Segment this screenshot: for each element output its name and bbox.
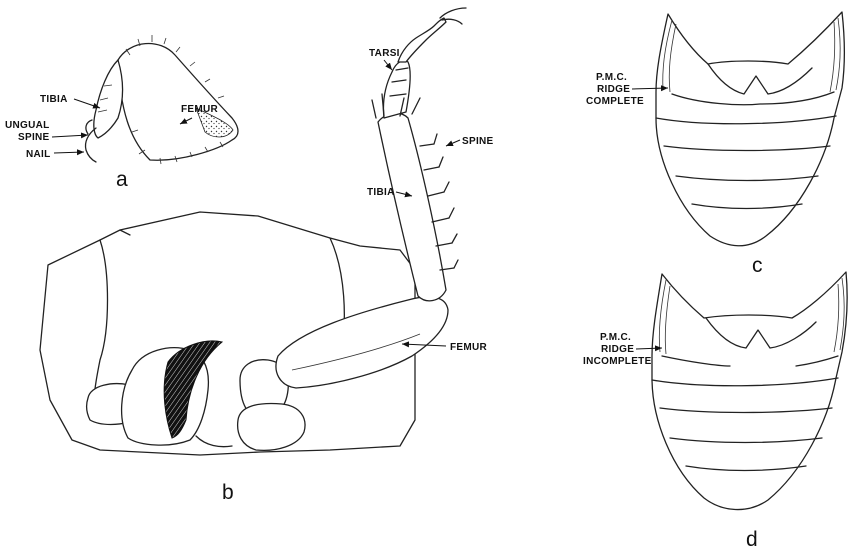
label-a-femur: FEMUR (181, 104, 219, 115)
label-a-nail: NAIL (26, 149, 51, 160)
label-b-tibia: TIBIA (367, 187, 395, 198)
panel-d: P.M.C. RIDGE INCOMPLETE d (583, 272, 847, 551)
label-c-line3: COMPLETE (586, 96, 644, 107)
label-b-femur: FEMUR (450, 342, 488, 353)
label-d-line3: INCOMPLETE (583, 356, 652, 367)
panel-c-abdomen (656, 12, 844, 246)
panel-letter-d: d (746, 528, 758, 551)
label-a-spine: SPINE (18, 132, 50, 143)
label-d-line2: RIDGE (601, 344, 634, 355)
panel-c: P.M.C. RIDGE COMPLETE c (586, 12, 844, 277)
panel-d-abdomen (652, 272, 847, 510)
panel-a: TIBIA FEMUR UNGUAL SPINE NAIL a (5, 35, 238, 191)
panel-letter-a: a (116, 168, 128, 191)
panel-letter-b: b (222, 481, 234, 504)
panel-letter-c: c (752, 254, 763, 277)
label-d-line1: P.M.C. (600, 332, 631, 343)
label-b-spine: SPINE (462, 136, 494, 147)
panel-a-femur (118, 35, 238, 164)
label-b-tarsi: TARSI (369, 48, 400, 59)
label-a-ungual: UNGUAL (5, 120, 50, 131)
panel-a-tibia (94, 60, 123, 138)
label-a-tibia: TIBIA (40, 94, 68, 105)
label-c-line2: RIDGE (597, 84, 630, 95)
label-c-line1: P.M.C. (596, 72, 627, 83)
